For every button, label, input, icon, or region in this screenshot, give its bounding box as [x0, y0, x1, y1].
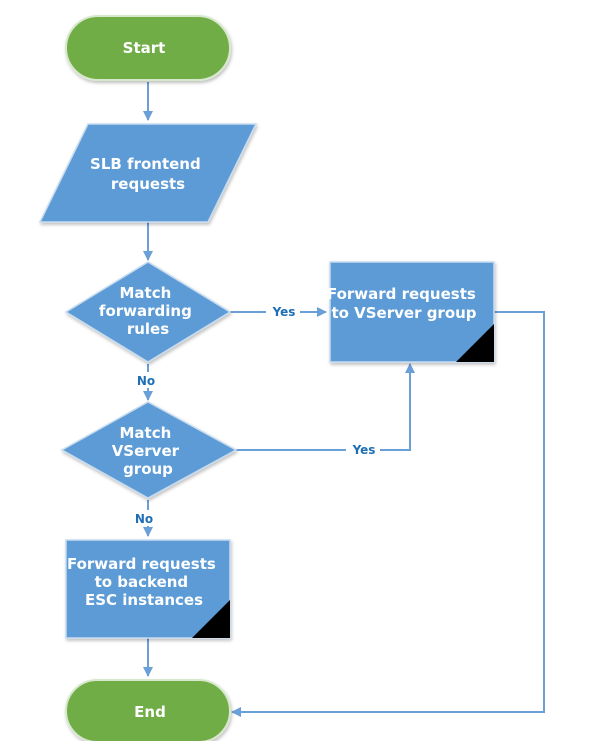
connector-vserver-forward-to-end — [231, 311, 545, 717]
match-vserver-node: Match VServer group — [60, 401, 238, 499]
end-label: End — [134, 703, 166, 721]
slb-requests-shape — [38, 123, 258, 223]
forward-backend-node: Forward requests to backend ESC instance… — [65, 539, 231, 639]
edge-label-vserver-yes: Yes — [352, 443, 376, 457]
match-rules-shape — [64, 261, 232, 363]
match-vserver-line-1: Match — [119, 424, 171, 442]
forward-vserver-label: Forward requests to VServer group — [327, 285, 481, 322]
match-rules-node: Match forwarding rules — [64, 261, 232, 363]
match-vserver-line-3: group — [123, 460, 173, 478]
edge-label-bg — [266, 304, 300, 320]
forward-backend-shape — [65, 539, 231, 639]
slb-requests-label: SLB frontend requests — [90, 155, 206, 193]
match-vserver-line-2: VServer — [112, 442, 180, 460]
match-rules-line-3: rules — [127, 320, 169, 338]
forward-vserver-line-1: Forward requests — [327, 285, 476, 303]
forward-vserver-line-2: to VServer group — [331, 304, 476, 322]
match-rules-line-2: forwarding — [99, 302, 192, 320]
end-node: End — [65, 679, 231, 741]
forward-vserver-corner-marker — [456, 324, 494, 362]
forward-vserver-shape — [329, 261, 495, 363]
start-label: Start — [123, 39, 166, 57]
start-shape — [65, 15, 231, 81]
edge-label-rules-yes: Yes — [272, 305, 296, 319]
match-vserver-shape — [60, 401, 238, 499]
forward-vserver-node: Forward requests to VServer group — [327, 261, 495, 363]
edge-label-bg — [134, 372, 160, 388]
match-vserver-label: Match VServer group — [112, 424, 185, 478]
edge-label-rules-no: No — [137, 374, 155, 388]
forward-backend-line-1: Forward requests — [67, 555, 216, 573]
edge-label-vserver-no: No — [135, 512, 153, 526]
slb-requests-line-1: SLB frontend — [90, 155, 201, 173]
forward-backend-corner-marker — [192, 600, 230, 638]
start-node: Start — [65, 15, 231, 81]
edge-labels: Yes No Yes No — [132, 304, 380, 526]
forward-backend-label: Forward requests to backend ESC instance… — [67, 555, 221, 609]
edge-label-bg — [346, 442, 380, 458]
end-shape — [65, 679, 231, 741]
forward-backend-line-3: ESC instances — [85, 591, 203, 609]
match-rules-label: Match forwarding rules — [99, 284, 197, 338]
slb-requests-line-2: requests — [111, 175, 185, 193]
forward-backend-line-2: to backend — [95, 573, 189, 591]
edge-label-bg — [132, 510, 158, 526]
match-rules-line-1: Match — [119, 284, 171, 302]
slb-requests-node: SLB frontend requests — [38, 123, 258, 223]
connector-match-vserver-yes — [236, 363, 415, 451]
